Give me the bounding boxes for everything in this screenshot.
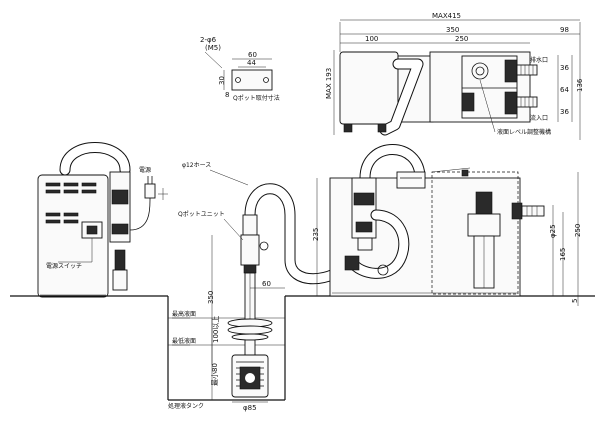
dim-5: 5 [571,299,579,303]
dim-60: 60 [262,280,271,288]
power-cord-label: 電源 [139,166,151,174]
mount-holes-label: 2-φ6 [200,36,217,44]
qpot-unit-label: Qポットユニット [178,210,225,218]
top-pump-body [339,51,399,125]
mount-caption: Qポット取付寸法 [233,94,280,102]
housing-vents [45,182,97,224]
right-tank-unit: 235 φ25 165 250 5 [312,144,582,306]
max-level-label: 最高液面 [172,310,196,318]
top-foot-right [377,123,387,133]
pump-housing [37,174,109,298]
mount-dim-60: 60 [248,51,257,59]
dim-80: 最小80 [210,363,219,386]
port-inflow-label: 流入口 [530,114,548,122]
dim-165: 165 [559,248,567,261]
dim-85: φ85 [243,404,257,412]
top-dim-max193: MAX 193 [325,68,333,99]
port-drain-label: 排水口 [530,56,548,64]
ground-and-tank: 最高液面 最低液面 処理液タンク [10,295,595,410]
right-knob [377,264,389,276]
top-foot-left [343,123,353,133]
power-plug [144,183,156,199]
top-drain-block [504,59,518,83]
qpot-valve [240,234,260,266]
hose-bracket [396,171,426,189]
top-dim-100: 100 [365,35,378,43]
mount-dim-30: 30 [218,76,226,85]
qpot-knob [259,241,269,251]
dim-235: 235 [312,228,320,241]
qpot-fitting [242,214,258,236]
dim-350: 350 [207,291,215,304]
top-fitting-block [461,92,475,112]
top-inflow-block [504,91,518,115]
power-switch-label: 電源スイッチ [46,262,82,270]
float-body [467,213,501,237]
top-dim-36a: 36 [560,64,569,72]
hose-label: φ12ホース [182,162,211,169]
qpot-unit: φ12ホース Qポットユニット 350 60 100以上 最小80 φ85 [178,162,361,412]
right-coupling [344,255,360,271]
top-drain-barb [516,64,538,76]
top-dim-max415: MAX415 [432,12,461,20]
inner-tank [431,171,519,295]
dim-100: 100以上 [211,316,220,343]
top-view: MAX415 350 98 100 250 MAX 193 [325,12,584,140]
top-dim-98: 98 [560,26,569,34]
top-dim-136: 136 [576,78,584,92]
tank-caption: 処理液タンク [168,402,204,410]
left-pump-unit: 電源 電源スイッチ [37,142,168,298]
dim-250: 250 [574,224,582,237]
top-dim-350: 350 [446,26,459,34]
mount-hole-right [263,77,269,83]
mount-screw-label: (M5) [205,44,221,52]
mount-hole-left [235,77,241,83]
top-dim-64: 64 [560,86,569,94]
top-dim-250: 250 [455,35,468,43]
mount-plate [231,69,273,91]
min-level-label: 最低液面 [172,337,196,345]
top-inflow-barb [516,96,538,108]
qpot-bellows [227,318,273,341]
top-level-knob [471,62,489,80]
mount-dim-44: 44 [247,59,256,67]
right-barb [511,202,545,220]
level-adjuster-label: 液面レベル調整機構 [497,128,551,136]
mount-plate-detail: 2-φ6 (M5) 60 44 30 8 Qポット取付寸法 [200,36,280,102]
mount-dim-8: 8 [225,91,229,99]
float-valve [475,191,493,215]
top-dim-36b: 36 [560,108,569,116]
dim-dia25: φ25 [549,224,557,238]
